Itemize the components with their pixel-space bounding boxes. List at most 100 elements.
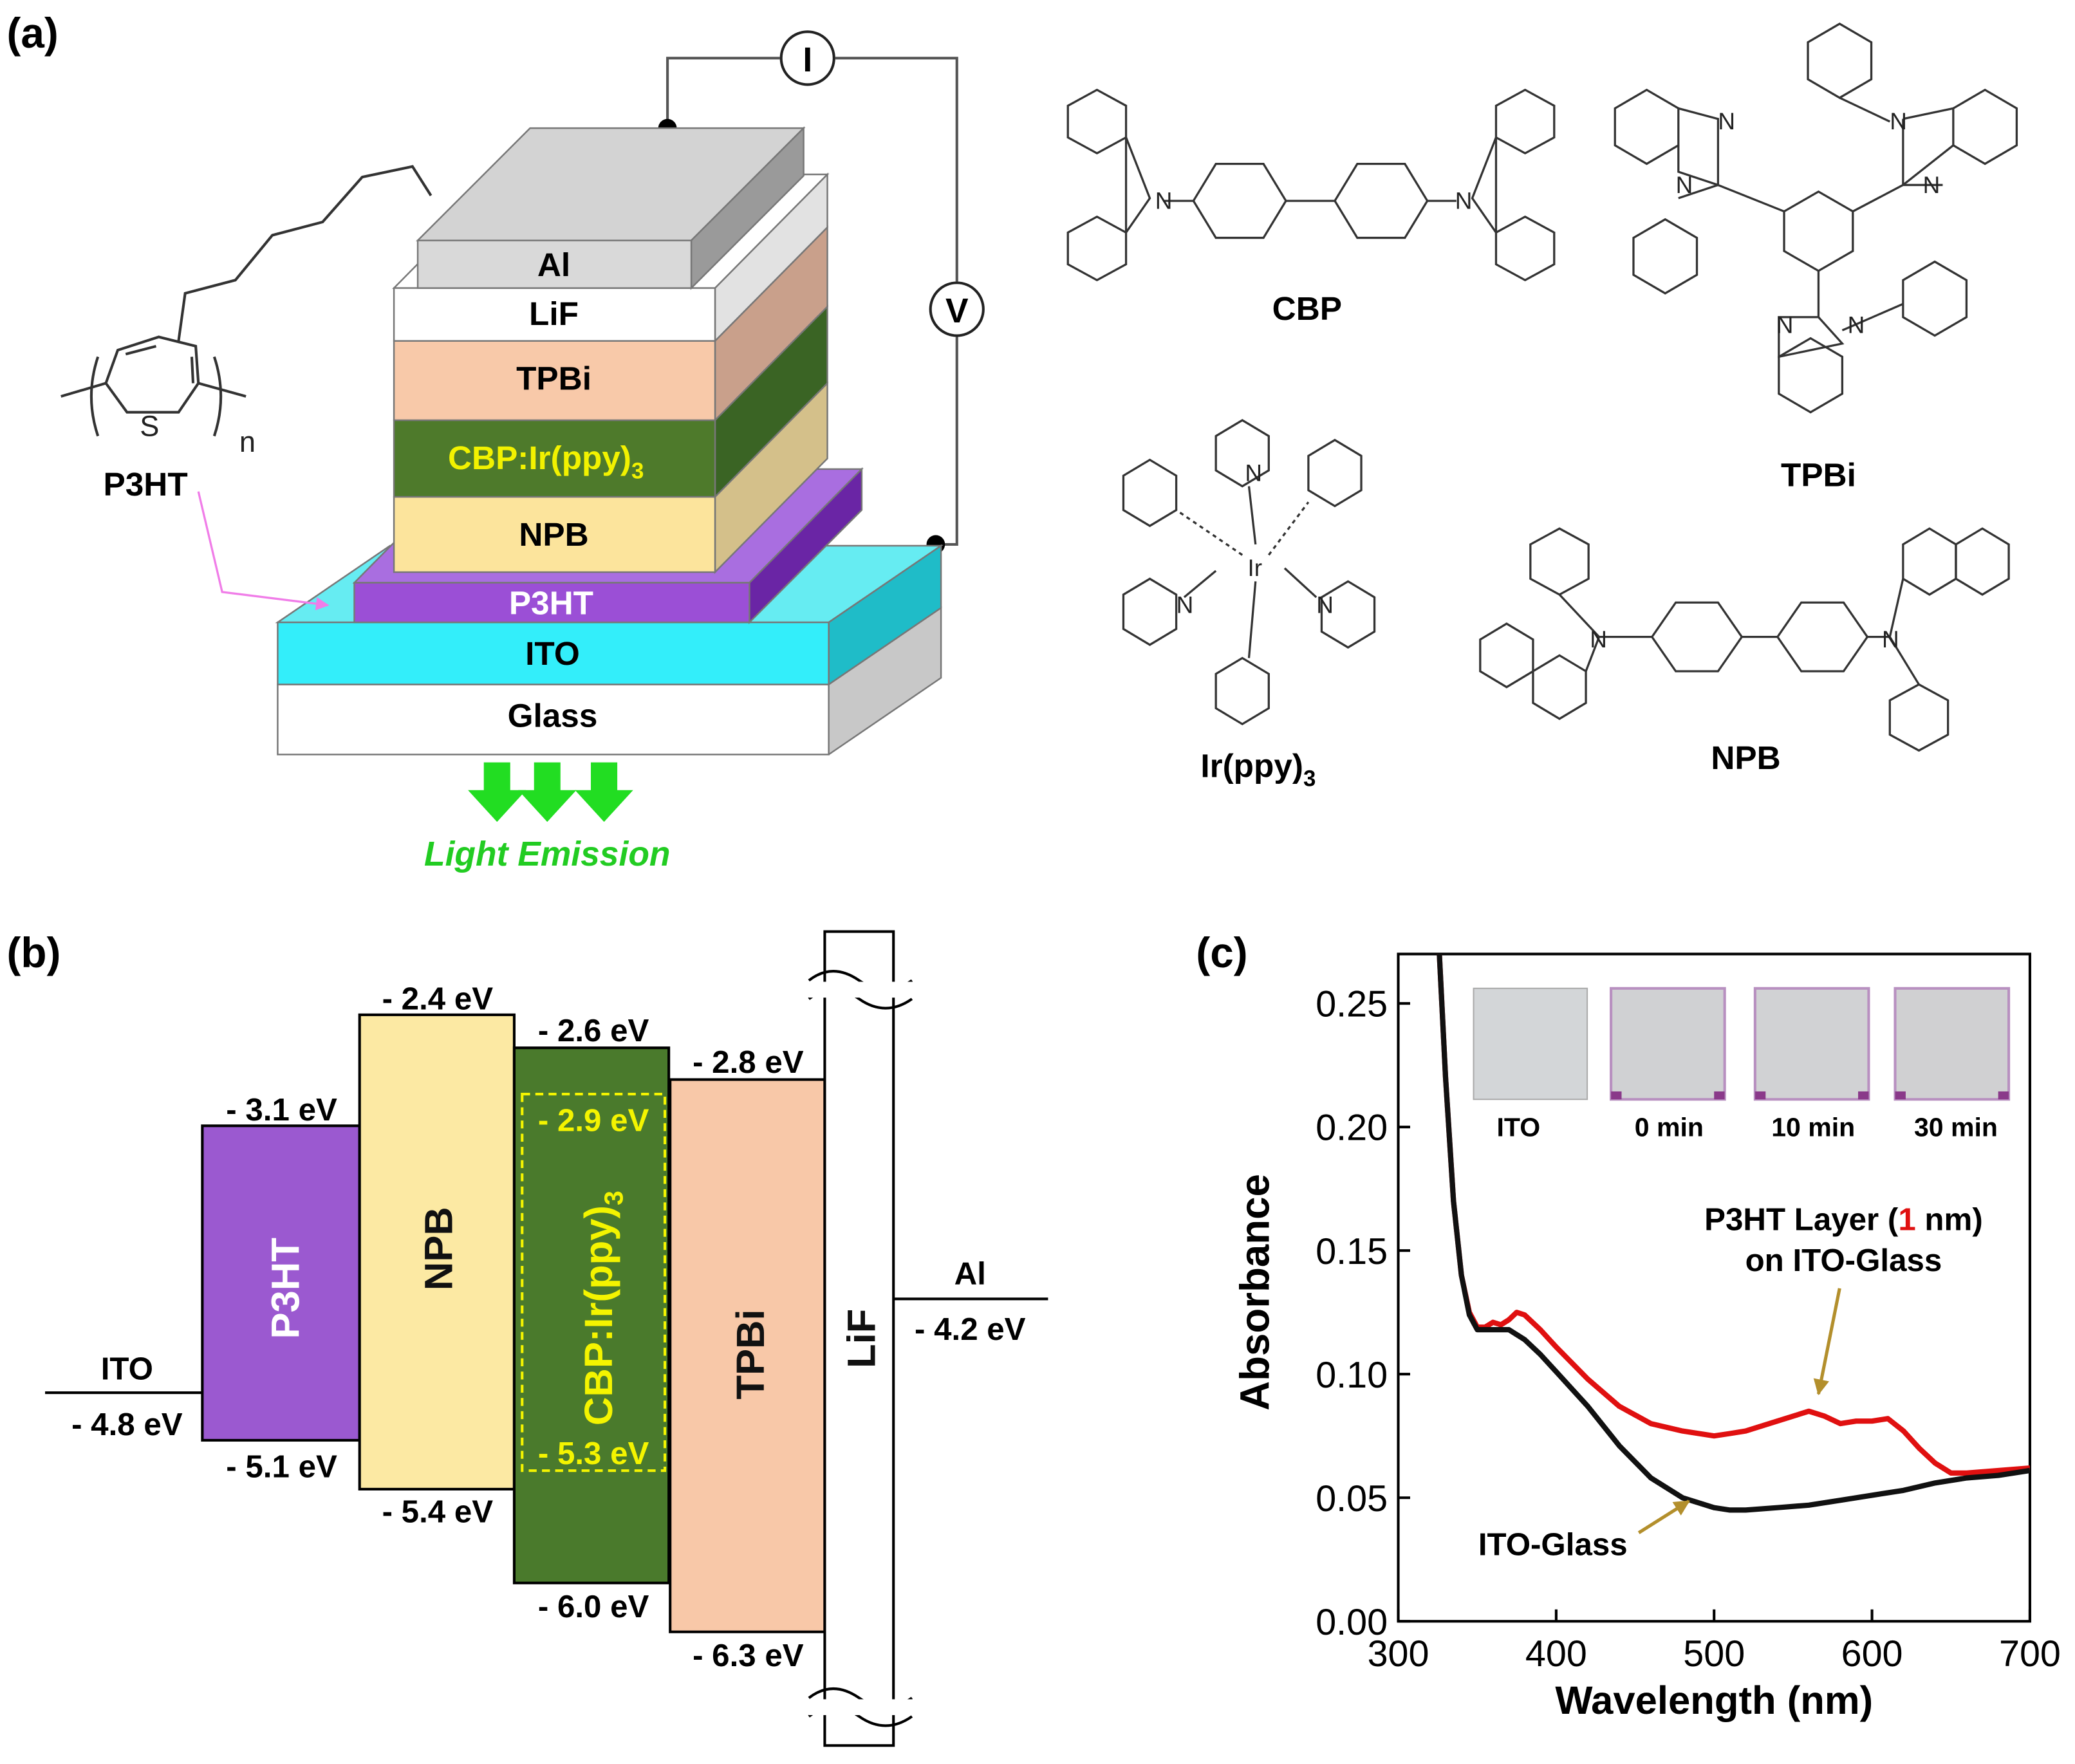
layer-label-glass: Glass bbox=[508, 697, 598, 734]
inset-label: 30 min bbox=[1914, 1113, 1998, 1142]
device-stack bbox=[275, 126, 944, 756]
ito-work-function: - 4.8 eV bbox=[71, 1407, 183, 1442]
irppy-molecule bbox=[1122, 418, 1376, 726]
y-axis-label: Absorbance bbox=[1232, 1174, 1278, 1411]
npb-n-left: N bbox=[1590, 626, 1607, 653]
layer-label-al: Al bbox=[537, 246, 570, 283]
tpbi-n-4: N bbox=[1923, 172, 1940, 198]
cbp-band-label: CBP:Ir(ppy)3 bbox=[577, 1191, 628, 1425]
p3ht-annotation-line2: on ITO-Glass bbox=[1745, 1243, 1942, 1278]
p3ht-energy-box bbox=[201, 1124, 361, 1442]
layer-label-cbp: CBP:Ir(ppy)3 bbox=[448, 440, 644, 483]
down-arrow-icon bbox=[575, 762, 633, 822]
cbp-n-left: N bbox=[1155, 187, 1173, 214]
y-tick-label: 0.25 bbox=[1316, 984, 1388, 1025]
repeat-unit-n: n bbox=[239, 425, 256, 458]
tpbi-energy-box bbox=[669, 1078, 826, 1633]
al-name: Al bbox=[954, 1256, 986, 1292]
annotation-arrow-icon bbox=[1637, 1499, 1690, 1534]
current-meter-icon bbox=[779, 30, 835, 86]
ito-name: ITO bbox=[101, 1351, 153, 1387]
npb-n-right: N bbox=[1882, 626, 1899, 653]
tpbi-n-2: N bbox=[1676, 172, 1693, 198]
tpbi-layer bbox=[393, 225, 828, 422]
dopant-lumo: - 2.9 eV bbox=[538, 1103, 649, 1138]
irppy-ir-atom: Ir bbox=[1247, 555, 1262, 581]
p3ht-homo: - 5.1 eV bbox=[226, 1449, 337, 1484]
layer-label-ito: ITO bbox=[525, 635, 580, 672]
x-tick-label: 400 bbox=[1525, 1633, 1587, 1675]
inset-label: 10 min bbox=[1771, 1113, 1855, 1142]
p3ht-band-label: P3HT bbox=[263, 1238, 308, 1339]
lif-energy-box bbox=[823, 930, 895, 1747]
tpbi-n-6: N bbox=[1848, 311, 1865, 338]
p3ht-structure bbox=[60, 165, 433, 611]
p3ht-structure-label: P3HT bbox=[104, 466, 188, 503]
x-tick-label: 500 bbox=[1683, 1633, 1745, 1675]
down-arrow-icon bbox=[518, 762, 577, 822]
npb-homo: - 5.4 eV bbox=[382, 1494, 494, 1529]
sample-photo: ITO bbox=[1473, 987, 1588, 1142]
layer-label-p3ht: P3HT bbox=[509, 585, 593, 622]
sample-photo: 30 min bbox=[1894, 987, 2011, 1142]
npb-layer bbox=[393, 381, 828, 575]
layer-label-lif: LiF bbox=[529, 295, 579, 332]
annotation-arrow-icon bbox=[1813, 1288, 1841, 1396]
tpbi-lumo: - 2.8 eV bbox=[693, 1044, 804, 1080]
x-tick-label: 300 bbox=[1368, 1633, 1429, 1675]
inset-label: ITO bbox=[1497, 1113, 1541, 1142]
sulfur-atom-label: S bbox=[140, 410, 159, 443]
down-arrow-icon bbox=[468, 762, 526, 822]
cbp-homo: - 6.0 eV bbox=[538, 1589, 649, 1624]
panel-label-a: (a) bbox=[7, 10, 59, 57]
tpbi-band-label: TPBi bbox=[729, 1309, 773, 1399]
ito-glass-annotation: ITO-Glass bbox=[1478, 1527, 1628, 1563]
layer-label-npb: NPB bbox=[519, 516, 588, 553]
cbp-molecule bbox=[1066, 88, 1556, 282]
y-tick-label: 0.05 bbox=[1316, 1478, 1388, 1519]
y-tick-label: 0.00 bbox=[1316, 1602, 1388, 1643]
dopant-energy-box bbox=[521, 1092, 667, 1472]
sample-photo: 0 min bbox=[1610, 987, 1726, 1142]
lif-band-label: LiF bbox=[839, 1309, 884, 1368]
tpbi-n-1: N bbox=[1718, 108, 1735, 135]
cbp-layer bbox=[393, 304, 828, 499]
tpbi-n-3: N bbox=[1890, 108, 1907, 135]
al-layer bbox=[416, 126, 806, 290]
tpbi-label: TPBi bbox=[1781, 457, 1856, 494]
y-tick-label: 0.15 bbox=[1316, 1231, 1388, 1272]
cbp-n-right: N bbox=[1455, 187, 1473, 214]
al-work-function: - 4.2 eV bbox=[915, 1312, 1026, 1347]
npb-energy-box bbox=[358, 1013, 516, 1490]
irppy-label: Ir(ppy)3 bbox=[1200, 747, 1316, 791]
layer-label-tpbi: TPBi bbox=[516, 360, 591, 397]
npb-label: NPB bbox=[1711, 739, 1780, 776]
panel-label-b: (b) bbox=[7, 929, 61, 976]
energy-diagram bbox=[45, 930, 1048, 1747]
cbp-energy-box bbox=[512, 1046, 671, 1584]
npb-band-label: NPB bbox=[416, 1207, 461, 1290]
irppy-n-2: N bbox=[1177, 592, 1194, 618]
irppy-n-3: N bbox=[1316, 592, 1334, 618]
voltage-meter-icon bbox=[929, 281, 985, 337]
series-line-1 bbox=[1437, 954, 2030, 1513]
x-axis-label: Wavelength (nm) bbox=[1555, 1678, 1873, 1723]
panel-label-c: (c) bbox=[1196, 929, 1247, 976]
tpbi-homo: - 6.3 eV bbox=[693, 1638, 804, 1673]
light-emission-label: Light Emission bbox=[424, 835, 671, 873]
light-emission-arrows bbox=[468, 762, 633, 822]
cbp-lumo: - 2.6 eV bbox=[538, 1013, 649, 1048]
cbp-label: CBP bbox=[1272, 290, 1342, 327]
x-tick-label: 700 bbox=[1999, 1633, 2061, 1675]
irppy-n-1: N bbox=[1245, 460, 1262, 486]
p3ht-lumo: - 3.1 eV bbox=[226, 1092, 337, 1128]
tpbi-molecule bbox=[1614, 23, 2018, 414]
inset-label: 0 min bbox=[1635, 1113, 1704, 1142]
dopant-homo: - 5.3 eV bbox=[538, 1436, 649, 1471]
current-meter-label: I bbox=[803, 41, 812, 79]
voltage-meter-label: V bbox=[945, 292, 969, 330]
tpbi-n-5: N bbox=[1776, 311, 1794, 338]
sample-photo: 10 min bbox=[1753, 987, 1870, 1142]
npb-lumo: - 2.4 eV bbox=[382, 981, 494, 1017]
